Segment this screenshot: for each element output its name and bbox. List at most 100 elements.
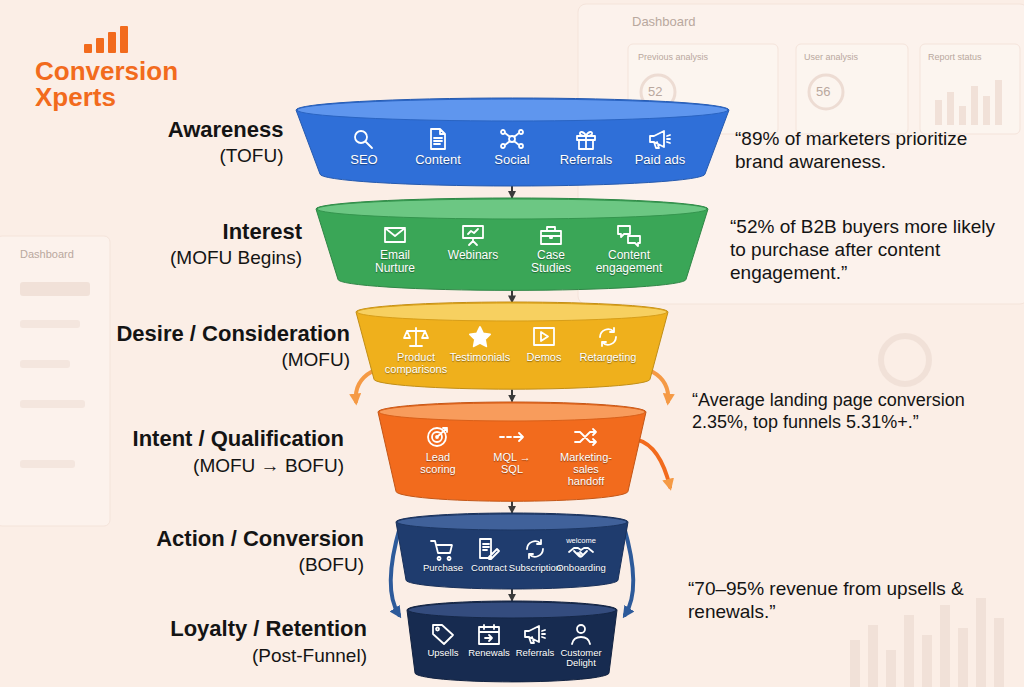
channel-icon (650, 131, 670, 148)
stage-title: Loyalty / Retention (170, 616, 367, 641)
channel-icon (433, 625, 453, 644)
channel-label: Contract (471, 563, 507, 573)
leak-arrow (637, 440, 670, 487)
band-rim (397, 514, 627, 530)
leak-arrow (624, 527, 633, 615)
channel-item: Webinars (443, 224, 503, 262)
channel-icon (501, 130, 523, 148)
channel-label: Upsells (427, 648, 458, 658)
logo-bars (84, 26, 128, 53)
channel-icon (479, 625, 499, 644)
stage-title: Action / Conversion (156, 526, 364, 551)
channel-item: Purchase (423, 538, 463, 573)
channel-row: Email Nurture WebinarsCase Studies Content… (365, 224, 659, 275)
channel-icon (573, 128, 599, 150)
channel-row: Upsells Renewals Referrals Customer Delight (423, 623, 601, 669)
channel-label: Customer Delight (560, 648, 601, 669)
channel-item: Paid ads (632, 128, 688, 167)
channel-item: Lead scoring (408, 426, 468, 475)
channel-item: Upsells (423, 623, 463, 658)
channel-icon (355, 131, 372, 148)
channel-label: Referrals (516, 648, 555, 658)
funnel-band: Action / Conversion(BOFU)PurchaseContrac… (396, 513, 628, 589)
band-body (316, 198, 708, 290)
channel-icon (430, 623, 456, 645)
channel-icon (618, 226, 640, 246)
channel-item: Renewals (469, 623, 509, 658)
channel-label: Purchase (423, 563, 463, 573)
ghost-text: Report status (928, 52, 1018, 63)
funnel-band: Loyalty / Retention(Post-Funnel)UpsellsR… (407, 601, 617, 682)
channel-label: Lead scoring (408, 451, 468, 475)
ghost-text: 56 (816, 84, 838, 100)
channel-icon (522, 538, 548, 560)
channel-icon (404, 328, 428, 346)
stage-heading: Desire / Consideration(MOFU) (116, 321, 350, 371)
channel-label: SEO (350, 153, 377, 167)
channel-icon (476, 623, 502, 645)
channel-icon (522, 623, 548, 645)
channel-icon (541, 227, 561, 244)
channel-row: Lead scoringMQL → SQLMarketing-sales han… (408, 426, 616, 487)
channel-icon (575, 429, 596, 445)
band-rim (408, 602, 616, 618)
stage-heading: Interest(MOFU Begins) (170, 219, 302, 269)
channel-icon (382, 224, 408, 246)
channel-item: Customer Delight (561, 623, 601, 669)
band-rim (357, 303, 667, 321)
funnel-band: Desire / Consideration(MOFU)Product comp… (356, 302, 668, 389)
stage-tag: (MOFU Begins) (170, 247, 302, 269)
band-rim (297, 99, 728, 121)
stat-quote: “89% of marketers prioritize brand aware… (735, 128, 1007, 174)
channel-icon (499, 426, 525, 448)
channel-label: Content engagement (596, 249, 663, 275)
channel-icon (616, 224, 642, 246)
channel-label: Case Studies (521, 249, 581, 275)
flow-arrow (511, 186, 513, 198)
channel-icon (499, 128, 525, 150)
channel-item: Content engagement (599, 224, 659, 275)
channel-label: Content (415, 153, 461, 167)
funnel-band: Interest(MOFU Begins)Email NurtureWebina… (316, 198, 708, 290)
channel-item: Contract (469, 538, 509, 573)
stage-heading: Awareness(TOFU) (168, 117, 284, 167)
channel-label: Testimonials (450, 351, 511, 363)
stat-quote: “52% of B2B buyers more likely to purcha… (730, 216, 1005, 284)
channel-item: Demos (516, 326, 572, 363)
channel-icon (538, 224, 564, 246)
channel-icon (463, 226, 483, 245)
channel-icon (470, 327, 490, 346)
channel-item: Referrals (515, 623, 555, 658)
stage-heading: Intent / Qualification(MOFU → BOFU) (133, 426, 344, 476)
flow-arrow (511, 290, 513, 302)
channel-label: Subscription (509, 563, 561, 573)
band-body (356, 302, 668, 389)
channel-item: Product comparisons (388, 326, 444, 375)
channel-label: Renewals (468, 648, 510, 658)
channel-icon (568, 623, 594, 645)
stage-title: Desire / Consideration (116, 321, 350, 346)
dashboard-ghost (0, 4, 1024, 687)
band-body (296, 98, 729, 186)
channel-icon (531, 326, 557, 348)
channel-icon (572, 625, 590, 644)
channel-label: Social (494, 153, 529, 167)
channel-icon (500, 433, 523, 441)
band-rim (379, 403, 645, 421)
channel-icon (476, 538, 502, 560)
channel-icon (577, 132, 595, 149)
brand-logo: Conversion Xperts (35, 58, 210, 110)
stage-title: Intent / Qualification (133, 426, 344, 451)
channel-label: Email Nurture (365, 249, 425, 275)
channel-icon (431, 129, 445, 149)
ghost-text: Dashboard (632, 14, 752, 30)
leak-arrow (356, 372, 372, 402)
channel-icon (569, 548, 593, 557)
flow-arrow (511, 501, 513, 513)
channel-icon (403, 326, 429, 348)
channel-item: Case Studies (521, 224, 581, 275)
channel-label: Referrals (560, 153, 613, 167)
stage-tag: (BOFU) (156, 554, 364, 576)
channel-icon (425, 128, 451, 150)
stage-tag: (TOFU) (168, 145, 284, 167)
